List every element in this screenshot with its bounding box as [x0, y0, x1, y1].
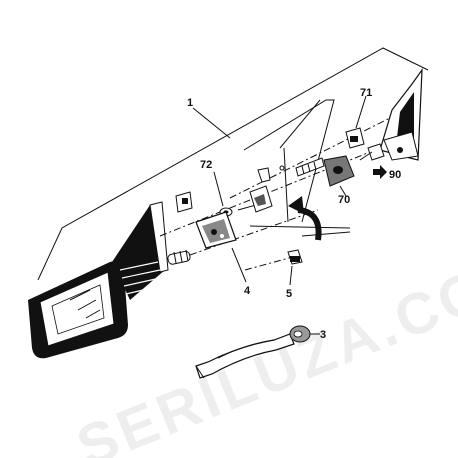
- callout-72: 72: [200, 159, 212, 171]
- adjuster-stalk-part-3: [195, 325, 320, 379]
- assembly-bracket: [37, 47, 429, 281]
- mirror-arm-bellows: [112, 201, 191, 300]
- callout-71: 71: [360, 87, 372, 99]
- callout-90: 90: [389, 169, 401, 181]
- clip-part: [175, 191, 193, 213]
- bracket-pieces: [249, 167, 273, 213]
- mounting-plate-part-4: [195, 211, 247, 283]
- clip-part-71: [345, 95, 367, 149]
- grommet-part-72: [213, 171, 257, 217]
- screw-part-70: [295, 155, 355, 197]
- inner-trim-bracket: [359, 68, 423, 161]
- callout-4: 4: [244, 285, 251, 297]
- callout-70: 70: [338, 194, 350, 206]
- callout-3: 3: [320, 329, 326, 341]
- mirror-housing: [28, 261, 128, 359]
- rotation-arrow: [288, 196, 322, 241]
- callout-5: 5: [286, 288, 292, 300]
- reference-arrow-90: [373, 165, 387, 179]
- callout-1: 1: [187, 97, 193, 109]
- nut-part-5: [287, 249, 303, 286]
